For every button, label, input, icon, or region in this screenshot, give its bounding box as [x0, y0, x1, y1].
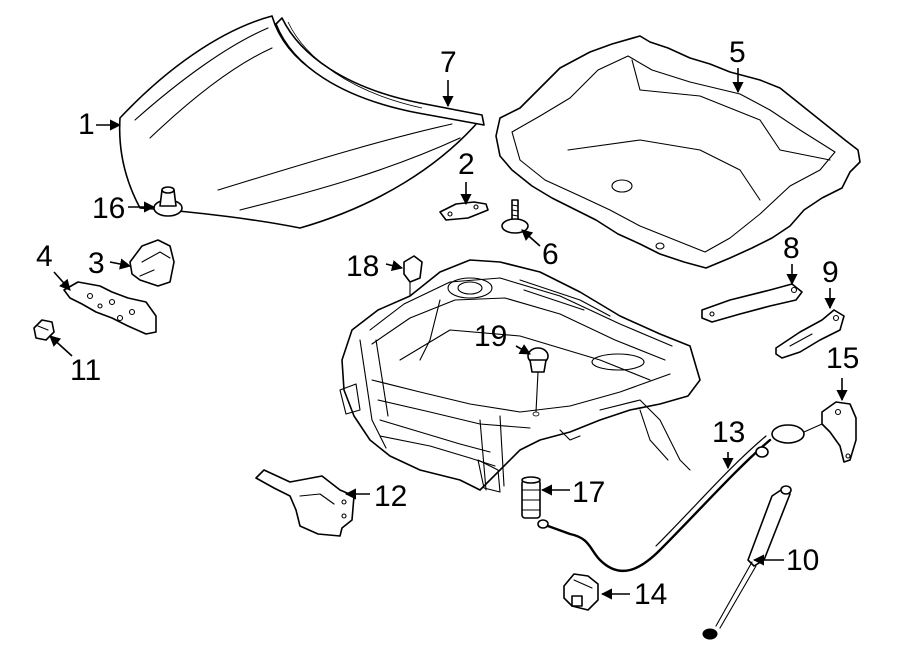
callout-12: 12 [374, 480, 407, 513]
hood-hinge-right [775, 309, 845, 359]
retainer-clip [33, 319, 55, 341]
release-handle [521, 476, 541, 519]
callout-6: 6 [542, 238, 559, 271]
release-cable [537, 435, 772, 572]
radiator-support-structure [339, 259, 701, 493]
callout-15: 15 [826, 342, 859, 375]
gas-strut [702, 485, 792, 640]
leader-lines [49, 68, 848, 600]
hood-bracket [439, 201, 489, 221]
leader-11 [49, 335, 73, 357]
leader-19 [515, 344, 531, 355]
callout-9: 9 [822, 256, 839, 289]
callout-7: 7 [440, 46, 457, 79]
callout-2: 2 [458, 148, 475, 181]
callout-13: 13 [712, 416, 745, 449]
hood-hinge-left [701, 283, 803, 323]
callout-14: 14 [634, 578, 667, 611]
leader-6 [521, 229, 541, 247]
callout-11: 11 [70, 354, 101, 387]
callout-18: 18 [346, 250, 379, 283]
leader-4 [53, 271, 71, 291]
hood-bolt [501, 199, 529, 234]
callout-10: 10 [786, 544, 819, 577]
hood-bumper [153, 186, 183, 217]
callout-8: 8 [783, 232, 800, 265]
latch-cover [129, 239, 175, 287]
callout-3: 3 [88, 247, 105, 280]
hood-insulator [495, 35, 861, 269]
hood-seal [275, 17, 485, 126]
hood-latch [771, 401, 857, 463]
release-lever [563, 573, 599, 611]
hood-panel [118, 15, 479, 229]
callout-5: 5 [729, 36, 746, 69]
bumper-stop-19 [527, 347, 549, 417]
leader-3 [109, 258, 132, 270]
callout-labels: 1 2 3 4 5 6 7 8 9 10 11 12 13 14 15 16 1… [36, 36, 859, 611]
callout-17: 17 [572, 476, 605, 509]
callout-16: 16 [92, 192, 125, 225]
callout-1: 1 [78, 108, 95, 141]
latch-plate [63, 281, 157, 335]
support-bracket [255, 469, 355, 537]
callout-19: 19 [474, 320, 507, 353]
callout-4: 4 [36, 240, 53, 273]
leader-18 [385, 260, 404, 271]
